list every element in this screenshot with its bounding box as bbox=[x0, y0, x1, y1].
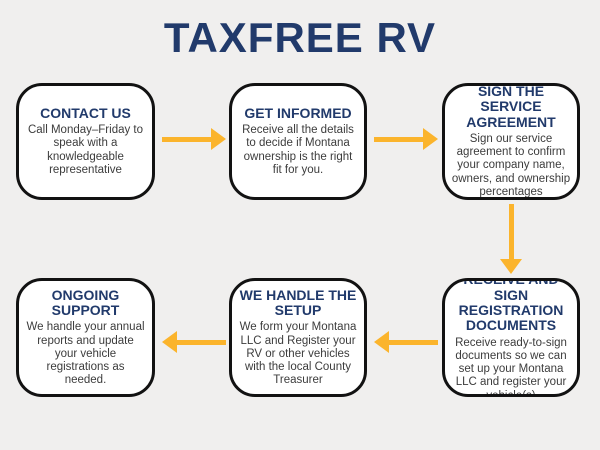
arrow-down-icon bbox=[500, 204, 522, 274]
arrow-head bbox=[211, 128, 226, 150]
step-box-get-informed: GET INFORMED Receive all the details to … bbox=[229, 83, 367, 200]
step-box-ongoing-support: ONGOING SUPPORT We handle your annual re… bbox=[16, 278, 155, 397]
arrow-left-icon bbox=[162, 331, 226, 353]
step-title: GET INFORMED bbox=[244, 104, 352, 121]
step-title: CONTACT US bbox=[40, 104, 131, 121]
arrow-right-icon bbox=[374, 128, 438, 150]
step-description: Receive all the details to decide if Mon… bbox=[242, 124, 354, 176]
arrow-left-icon bbox=[374, 331, 438, 353]
step-title: ONGOING SUPPORT bbox=[51, 286, 120, 318]
step-title: SIGN THE SERVICE AGREEMENT bbox=[466, 83, 556, 130]
step-title: WE HANDLE THE SETUP bbox=[239, 286, 357, 318]
page-title: TAXFREE RV bbox=[163, 14, 437, 61]
arrow-head bbox=[374, 331, 389, 353]
arrow-shaft bbox=[508, 204, 514, 259]
step-box-sign-the-service-agreement: SIGN THE SERVICE AGREEMENT Sign our serv… bbox=[442, 83, 580, 200]
arrow-head bbox=[500, 259, 522, 274]
step-description: Receive ready-to-sign documents so we ca… bbox=[455, 336, 567, 397]
arrow-head bbox=[162, 331, 177, 353]
step-description: We handle your annual reports and update… bbox=[26, 321, 145, 387]
arrow-shaft bbox=[389, 339, 438, 345]
step-box-receive-and-sign-registration-documents: RECEIVE AND SIGN REGISTRATION DOCUMENTS … bbox=[442, 278, 580, 397]
step-box-we-handle-the-setup: WE HANDLE THE SETUP We form your Montana… bbox=[229, 278, 367, 397]
step-box-contact-us: CONTACT US Call Monday–Friday to speak w… bbox=[16, 83, 155, 200]
step-description: Sign our service agreement to confirm yo… bbox=[451, 133, 571, 198]
arrow-right-icon bbox=[162, 128, 226, 150]
step-description: Call Monday–Friday to speak with a knowl… bbox=[27, 124, 144, 176]
arrow-shaft bbox=[374, 136, 423, 142]
arrow-head bbox=[423, 128, 438, 150]
arrow-shaft bbox=[177, 339, 226, 345]
step-description: We form your Montana LLC and Register yo… bbox=[239, 321, 357, 387]
step-title: RECEIVE AND SIGN REGISTRATION DOCUMENTS bbox=[458, 278, 564, 334]
arrow-shaft bbox=[162, 136, 211, 142]
